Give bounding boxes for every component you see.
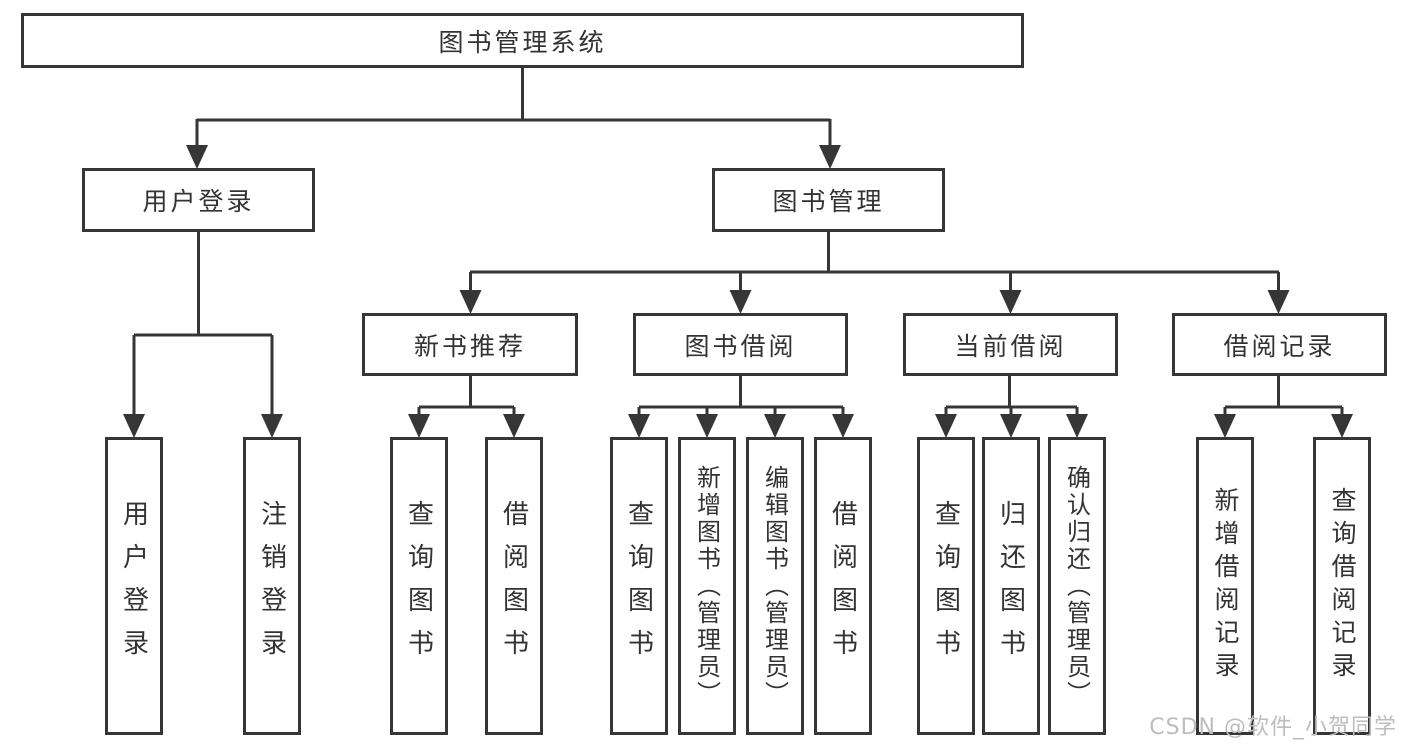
leaf-query-books: 查询图书 xyxy=(610,437,668,735)
leaf-label: 新增图书（管理员） xyxy=(692,464,721,708)
arrowhead xyxy=(1267,290,1290,314)
arrowhead xyxy=(764,414,786,438)
arrowhead xyxy=(935,414,957,438)
leaf-label: 查询图书 xyxy=(623,500,654,672)
leaf-confirm-return-admin: 确认归还（管理员） xyxy=(1048,437,1106,735)
leaf-label: 确认归还（管理员） xyxy=(1062,464,1091,708)
leaf-query-books: 查询图书 xyxy=(390,437,448,735)
leaf-borrow-books: 借阅图书 xyxy=(485,437,543,735)
node-label: 图书借阅 xyxy=(684,331,797,361)
leaf-logout: 注销登录 xyxy=(243,437,301,735)
arrowhead xyxy=(459,290,482,314)
leaf-add-borrow-record: 新增借阅记录 xyxy=(1196,437,1254,735)
node-book-management: 图书管理 xyxy=(712,168,945,232)
node-label: 借阅记录 xyxy=(1223,331,1336,361)
node-current-borrowing: 当前借阅 xyxy=(903,313,1118,376)
arrowhead xyxy=(261,414,283,438)
node-book-borrowing: 图书借阅 xyxy=(633,313,848,376)
leaf-add-books-admin: 新增图书（管理员） xyxy=(678,437,736,735)
node-borrowing-records: 借阅记录 xyxy=(1172,313,1387,376)
leaf-label: 注销登录 xyxy=(256,500,287,672)
arrowhead xyxy=(1214,414,1236,438)
leaf-query-borrow-record: 查询借阅记录 xyxy=(1313,437,1371,735)
leaf-edit-books-admin: 编辑图书（管理员） xyxy=(746,437,804,735)
arrowhead xyxy=(1331,414,1353,438)
arrowhead xyxy=(819,145,841,169)
leaf-label: 用户登录 xyxy=(118,500,149,672)
node-label: 图书管理 xyxy=(772,187,885,216)
node-library-management-system: 图书管理系统 xyxy=(21,13,1024,68)
leaf-label: 新增借阅记录 xyxy=(1211,487,1240,685)
node-label: 用户登录 xyxy=(142,187,255,216)
node-new-book-recommendation: 新书推荐 xyxy=(362,313,578,376)
leaf-label: 借阅图书 xyxy=(498,500,529,672)
arrowhead xyxy=(832,414,854,438)
leaf-borrow-books: 借阅图书 xyxy=(814,437,872,735)
arrowhead xyxy=(186,145,208,169)
arrowhead xyxy=(1066,414,1088,438)
node-label: 新书推荐 xyxy=(413,331,526,361)
leaf-return-books: 归还图书 xyxy=(982,437,1040,735)
leaf-label: 借阅图书 xyxy=(827,500,858,672)
leaf-label: 查询图书 xyxy=(403,500,434,672)
csdn-watermark: CSDN @软件_小贺同学 xyxy=(1149,715,1397,740)
node-label: 当前借阅 xyxy=(954,331,1067,361)
arrowhead xyxy=(999,290,1022,314)
leaf-user-login: 用户登录 xyxy=(105,437,163,735)
leaf-query-books: 查询图书 xyxy=(917,437,975,735)
arrowhead xyxy=(1000,414,1022,438)
leaf-label: 查询借阅记录 xyxy=(1328,487,1357,685)
arrowhead xyxy=(123,414,145,438)
leaf-label: 编辑图书（管理员） xyxy=(760,464,789,708)
node-user-login: 用户登录 xyxy=(82,168,315,232)
arrowhead xyxy=(696,414,718,438)
arrowhead xyxy=(503,414,525,438)
arrowhead xyxy=(408,414,430,438)
leaf-label: 归还图书 xyxy=(995,500,1026,672)
arrowhead xyxy=(729,290,752,314)
leaf-label: 查询图书 xyxy=(930,500,961,672)
node-label: 图书管理系统 xyxy=(438,27,607,57)
arrowhead xyxy=(628,414,650,438)
